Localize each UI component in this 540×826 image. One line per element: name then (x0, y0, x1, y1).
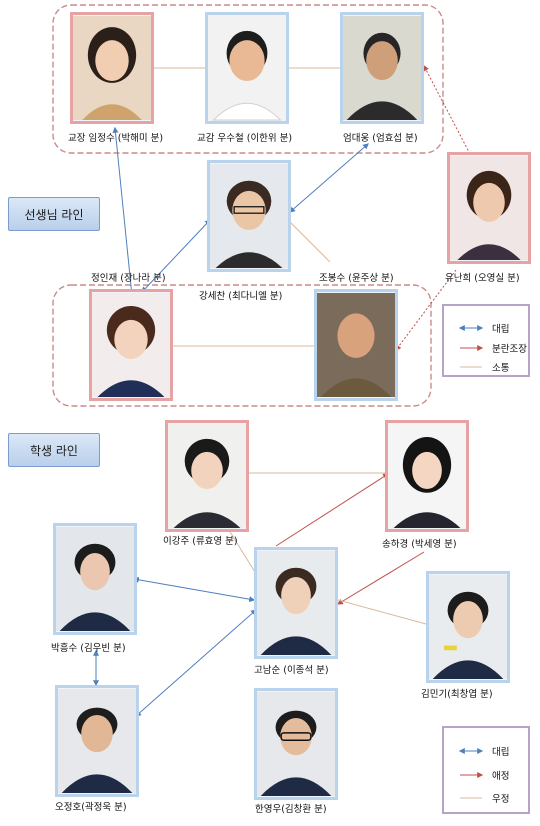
legend-student-rivalry-item: 대립 (444, 743, 528, 759)
principal-caption: 교장 임정수 (박해미 분) (68, 133, 164, 144)
legend-student-rivalry-label: 대립 (492, 747, 510, 758)
jung-portrait (89, 289, 173, 401)
jo-caption: 조봉수 (윤주상 분) (319, 273, 394, 284)
han-portrait (254, 688, 338, 800)
line-eom-kang (289, 143, 369, 213)
line-kim-go (336, 551, 425, 605)
legend-communication-label: 소통 (492, 363, 510, 374)
yoo-portrait (447, 152, 531, 264)
vice-principal-portrait (205, 12, 289, 124)
oh-caption: 오정호(곽정욱 분) (55, 802, 127, 813)
legend-love-label: 애정 (492, 771, 510, 782)
student-line-text: 학생 라인 (30, 443, 78, 458)
vice-principal-caption: 교감 우수철 (이한위 분) (197, 133, 293, 144)
line-kim-go-friend (337, 599, 427, 625)
line-park-go (132, 576, 256, 603)
student-legend: 대립 애정 우정 (442, 726, 530, 814)
yoo-caption: 유난희 (오영실 분) (445, 273, 520, 284)
legend-friendship-label: 우정 (492, 794, 510, 805)
go-caption: 고남순 (이종석 분) (254, 665, 329, 676)
song-caption: 송하경 (박세영 분) (382, 539, 457, 550)
legend-manipulation-item: 분란조장 (444, 340, 528, 356)
go-portrait (254, 547, 338, 659)
line-go-song (275, 473, 390, 547)
oh-portrait (55, 685, 139, 797)
kang-caption: 강세찬 (최다니엘 분) (199, 291, 283, 302)
song-portrait (385, 420, 469, 532)
kim-portrait (426, 571, 510, 683)
principal-portrait (70, 12, 154, 124)
legend-rivalry-label: 대립 (492, 324, 510, 335)
teacher-line-text: 선생님 라인 (24, 207, 84, 222)
teacher-top-group-frame (52, 4, 444, 154)
park-portrait (53, 523, 137, 635)
legend-communication-item: 소통 (444, 359, 528, 375)
teacher-line-section-label: 선생님 라인 (8, 197, 100, 231)
line-principal-jung (112, 126, 135, 298)
line-yoo-jo (395, 269, 457, 351)
han-caption: 한영우(김창환 분) (255, 804, 327, 815)
line-kang-jo (289, 221, 331, 263)
park-caption: 박흥수 (김우빈 분) (51, 643, 126, 654)
eom-caption: 엄대웅 (엄효섭 분) (343, 133, 418, 144)
legend-love-item: 애정 (444, 767, 528, 783)
jo-portrait (314, 289, 398, 401)
student-line-section-label: 학생 라인 (8, 433, 100, 467)
line-yoo-eom (423, 64, 471, 155)
legend-manipulation-label: 분란조장 (492, 344, 527, 355)
eom-portrait (340, 12, 424, 124)
teacher-middle-group-frame (52, 284, 432, 407)
lee-portrait (165, 420, 249, 532)
kang-portrait (207, 160, 291, 272)
line-go-oh (135, 609, 257, 717)
jung-caption: 정인재 (장나라 분) (91, 273, 166, 284)
lee-caption: 이강주 (류효영 분) (163, 536, 238, 547)
legend-friendship-item: 우정 (444, 790, 528, 806)
line-jung-kang (141, 219, 211, 293)
kim-caption: 김민기(최창엽 분) (421, 689, 493, 700)
teacher-legend: 대립 분란조장 소통 (442, 304, 530, 377)
legend-rivalry-item: 대립 (444, 320, 528, 336)
